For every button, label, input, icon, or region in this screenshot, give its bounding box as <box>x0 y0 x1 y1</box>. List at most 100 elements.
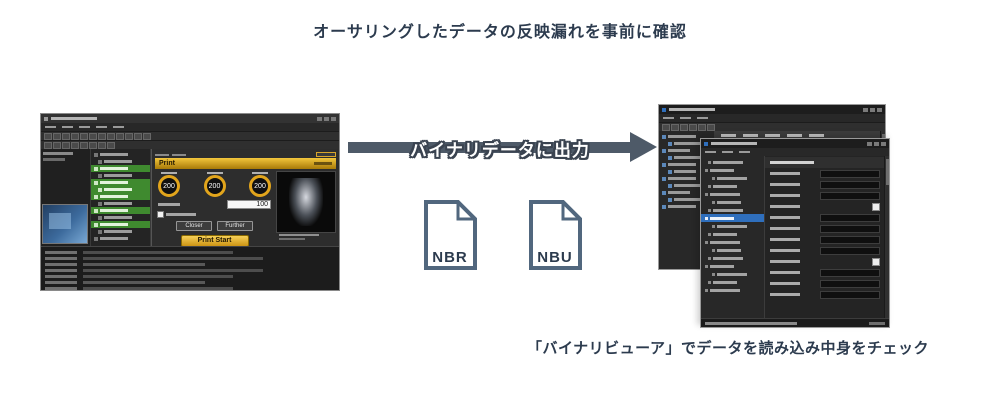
decor-bar <box>863 107 868 112</box>
file-label: NBR <box>432 249 468 266</box>
bottom-caption: 「バイナリビューア」でデータを読み込み中身をチェック <box>526 340 930 357</box>
decor-bar <box>126 133 132 139</box>
decor-bar <box>870 107 875 112</box>
toolbar-row-2 <box>41 140 339 149</box>
decor-row <box>91 207 150 214</box>
decor-bar <box>743 133 758 137</box>
decor-bar <box>711 142 757 145</box>
window-titlebar <box>701 139 889 148</box>
app-icon <box>704 141 708 146</box>
further-button: Further <box>217 221 253 231</box>
gauge-3: 200 <box>249 172 271 197</box>
window-titlebar <box>659 105 885 114</box>
print-dialog-title: Print <box>159 160 175 167</box>
decor-bar <box>721 133 736 137</box>
viewport-thumbnail <box>43 205 87 243</box>
decor-bar <box>867 141 872 146</box>
print-dialog-body: 200 200 200 100 Closer Further Print Sta… <box>155 169 336 247</box>
value-input-row: 100 <box>156 200 273 209</box>
decor-row <box>91 235 150 242</box>
hierarchy-tree <box>91 149 151 246</box>
file-info <box>277 234 335 240</box>
decor-row <box>91 186 150 193</box>
decor-bar <box>62 126 73 128</box>
menu-bar <box>41 123 339 131</box>
decor-bar <box>206 172 223 174</box>
decor-row <box>765 278 884 289</box>
decor-bar <box>63 133 69 139</box>
file-icon-nbu: NBU <box>523 198 587 272</box>
decor-bar <box>72 133 78 139</box>
decor-row <box>765 190 884 201</box>
decor-row <box>765 256 884 267</box>
mini-button <box>316 152 336 157</box>
decor-bar <box>45 133 51 139</box>
object-tree <box>701 156 765 318</box>
decor-bar <box>96 126 107 128</box>
decor-row <box>765 245 884 256</box>
gauge-2: 200 <box>203 172 226 197</box>
decor-row <box>701 222 764 230</box>
decor-row <box>91 200 150 207</box>
decor-row <box>701 174 764 182</box>
decor-bar <box>63 142 69 148</box>
decor-bar <box>869 321 885 325</box>
decor-bar <box>881 141 886 146</box>
decor-row <box>701 270 764 278</box>
scrollbar <box>884 156 889 318</box>
decor-bar <box>144 133 150 139</box>
decor-row <box>91 214 150 221</box>
document-icon <box>529 200 582 270</box>
window-controls <box>317 116 336 121</box>
decor-row <box>91 172 150 179</box>
decor-bar <box>739 151 750 153</box>
decor-bar <box>324 116 329 121</box>
decor-bar <box>161 172 177 174</box>
decor-bar <box>113 126 124 128</box>
decor-bar <box>108 133 114 139</box>
decor-bar <box>90 133 96 139</box>
gauge-2-value: 200 <box>203 175 226 197</box>
decor-bar <box>765 133 780 137</box>
decor-row <box>701 246 764 254</box>
decor-row <box>701 214 764 222</box>
app-icon <box>44 116 48 121</box>
file-label: NBU <box>537 249 573 266</box>
decor-row <box>91 151 150 158</box>
decor-bar <box>279 238 305 240</box>
decor-bar <box>43 158 65 161</box>
print-dialog: Print 200 200 200 100 Closer Further Pri… <box>151 149 339 247</box>
print-dialog-titlebar: Print <box>155 158 336 169</box>
decor-row <box>701 190 764 198</box>
table-header <box>715 131 880 139</box>
toolbar-row-1 <box>41 131 339 140</box>
decor-row <box>91 228 150 235</box>
decor-row <box>41 285 339 291</box>
print-controls: 200 200 200 100 Closer Further Print Sta… <box>156 172 273 247</box>
main-workspace: Print 200 200 200 100 Closer Further Pri… <box>41 149 339 247</box>
decor-bar <box>166 213 196 216</box>
window-controls <box>863 107 882 112</box>
decor-bar <box>99 142 105 148</box>
toolbar <box>659 122 885 131</box>
decor-row <box>701 230 764 238</box>
checkbox-row <box>156 212 273 217</box>
dialog-header-strip <box>155 151 336 158</box>
preview-column <box>277 172 335 243</box>
decor-row <box>91 179 150 186</box>
decor-bar <box>708 124 714 130</box>
gauge-row: 200 200 200 <box>156 172 273 197</box>
model-preview <box>277 172 335 232</box>
log-panel <box>41 246 339 290</box>
decor-bar <box>51 117 97 120</box>
decor-bar <box>172 153 186 156</box>
decor-row <box>701 158 764 166</box>
decor-row <box>91 158 150 165</box>
adjust-buttons: Closer Further <box>156 221 273 231</box>
decor-row <box>765 179 884 190</box>
decor-bar <box>787 133 802 137</box>
property-panel <box>765 156 884 318</box>
decor-bar <box>331 116 336 121</box>
decor-bar <box>45 142 51 148</box>
decor-bar <box>697 117 708 119</box>
